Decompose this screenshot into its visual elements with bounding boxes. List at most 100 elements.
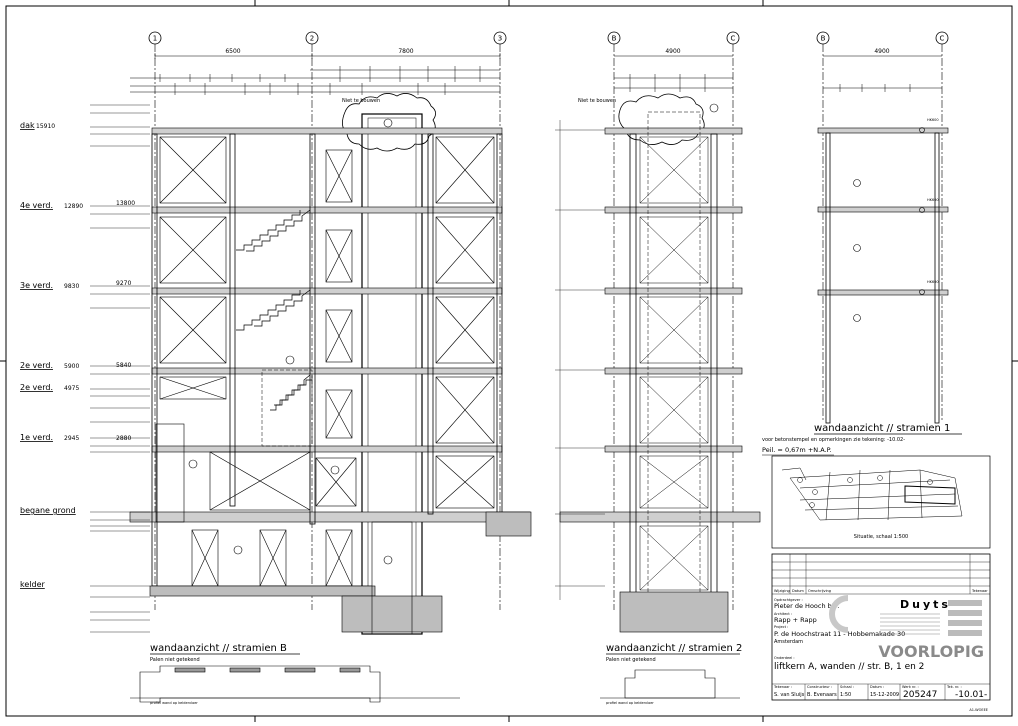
axis-label-1: 1 [153,35,157,43]
staircases-b [236,209,313,411]
niet-te-bouwen-2: Niet te bouwen [578,98,616,104]
profile-2 [624,669,716,699]
tb-architect: Rapp + Rapp [774,616,817,624]
level-leader-lines [90,104,150,633]
level-3e: 3e verd. [20,281,53,290]
axis-label-3: 3 [498,35,502,43]
axis-label-2: 2 [310,35,314,43]
tb-datum: 15-12-2009 [870,692,899,698]
tb-col-omschrijving: Omschrijving [808,589,831,593]
tb-col-tekenaar: Tekenaar [971,589,988,593]
voorlopig-stamp: VOORLOPIG [878,642,984,661]
level-2e-a-value: 5900 [64,363,79,370]
dim-bc-2: 4900 [665,48,680,55]
tb-label-werknr: Werk nr. : [902,685,919,689]
situatie-caption: Situatie, schaal 1:500 [854,534,908,540]
level-2e-b: 2e verd. [20,383,53,392]
dim-2-3: 7800 [398,48,413,55]
markers-1 [853,127,925,322]
walls-1 [825,132,940,424]
tb-onderdeel-label: Onderdeel : [774,656,795,660]
axis-bubble-3: 3 [493,31,507,45]
tb-label-schaal: Schaal : [840,685,854,689]
tb-onderdeel: liftkern A, wanden // str. B, 1 en 2 [774,662,924,672]
sheet-code: A1-WOEEE [969,708,988,712]
view-stramien-2: B C 4900 Niet te bouwen [555,31,761,633]
level-begane-grond: begane grond [20,506,76,515]
axis-label-2-c: C [731,35,736,43]
opening-tag-2: HK600 [927,198,939,202]
axis-label-2-b: B [612,35,617,43]
tb-label-datum: Datum : [870,685,884,689]
profile-b-note: profiel wand op keldervloer [150,701,198,705]
dim-ticks [159,66,481,95]
foundation-2 [619,591,729,633]
tb-project-line1: P. de Hoochstraat 11 - Hobbemakade 30 [774,630,905,638]
tb-tekenaar: S. van Sluijs [774,692,805,698]
level-1e-value: 2945 [64,435,79,442]
level-2e-a: 2e verd. [20,361,53,370]
axis-label-1-b: B [821,35,826,43]
opening-tag-3: HK600 [927,280,939,284]
foundation-b [149,511,532,635]
tb-label-tekenaar: Tekenaar : [773,685,792,689]
situation-map: Situatie, schaal 1:500 [771,455,991,549]
view-stramien-b: 1 2 3 6500 7800 [129,31,532,635]
tb-project-line2: Amsterdam [774,639,803,645]
level-4e-alt: 13800 [116,200,135,207]
profile-2-note: profiel wand op keldervloer [606,701,654,705]
level-2e-b-value: 4975 [64,385,79,392]
peil-label: Peil. = 0,67m +N.A.P. [762,446,832,454]
duyts-logo: Duyts [829,595,982,636]
dim-bc-1: 4900 [874,48,889,55]
level-dak: dak [20,121,35,130]
tb-col-datum: Datum [792,589,804,593]
view-b-note: Palen niet getekend [150,657,200,663]
view-1-title: wandaanzicht // stramien 1 [814,423,950,434]
floor-slabs-b [129,127,531,595]
levels-leader-2 [555,120,605,600]
revision-cloud-2 [618,93,705,145]
markers-b [188,118,393,565]
opening-tag-1: HK600 [927,118,939,122]
tb-schaal: 1:50 [840,692,851,698]
dimension-lines [130,53,501,93]
level-1e: 1e verd. [20,433,53,442]
view-2-title: wandaanzicht // stramien 2 [606,643,742,654]
level-3e-value: 9830 [64,283,79,290]
tb-architect-label: Architect : [774,612,792,616]
door-b [155,423,185,523]
floor-slabs-1 [817,127,949,296]
level-4e: 4e verd. [20,201,53,210]
axis-bubble-2: 2 [305,31,319,45]
level-kelder: kelder [20,580,45,589]
level-3e-alt: 9270 [116,280,131,287]
title-block: Wijziging Datum Omschrijving Tekenaar Op… [771,553,991,701]
tb-label-teknr: Tek. nr. : [946,685,962,689]
axis-bubble-1: 1 [148,31,162,45]
tb-constructeur: B. Evenaars [807,692,837,698]
tb-project-label: Project : [774,625,788,629]
tb-label-constructeur: Constructeur : [807,685,832,689]
floor-slabs-2 [559,127,761,523]
profile-b [139,665,381,703]
level-dak-value: 15910 [36,123,55,130]
dim-1-2: 6500 [225,48,240,55]
tb-col-wijziging: Wijziging [774,589,790,593]
tb-opdrachtgever-label: Opdrachtgever : [774,598,803,602]
level-4e-value: 12890 [64,203,83,210]
openings-2 [639,136,709,591]
view-b-title: wandaanzicht // stramien B [150,643,287,654]
level-2e-a-alt: 5840 [116,362,131,369]
tb-werknr: 205247 [903,690,937,700]
dashed-zone-b [261,369,313,447]
axis-label-1-c: C [940,35,945,43]
level-labels: dak 15910 4e verd. 12890 13800 3e verd. … [20,121,135,589]
niet-te-bouwen-b: Niet te bouwen [342,98,380,104]
level-1e-alt: 2880 [116,435,131,442]
view-1-note: voor betonstempel en opmerkingen zie tek… [762,437,905,443]
tb-opdrachtgever: Pieter de Hooch b.v. [774,602,839,610]
